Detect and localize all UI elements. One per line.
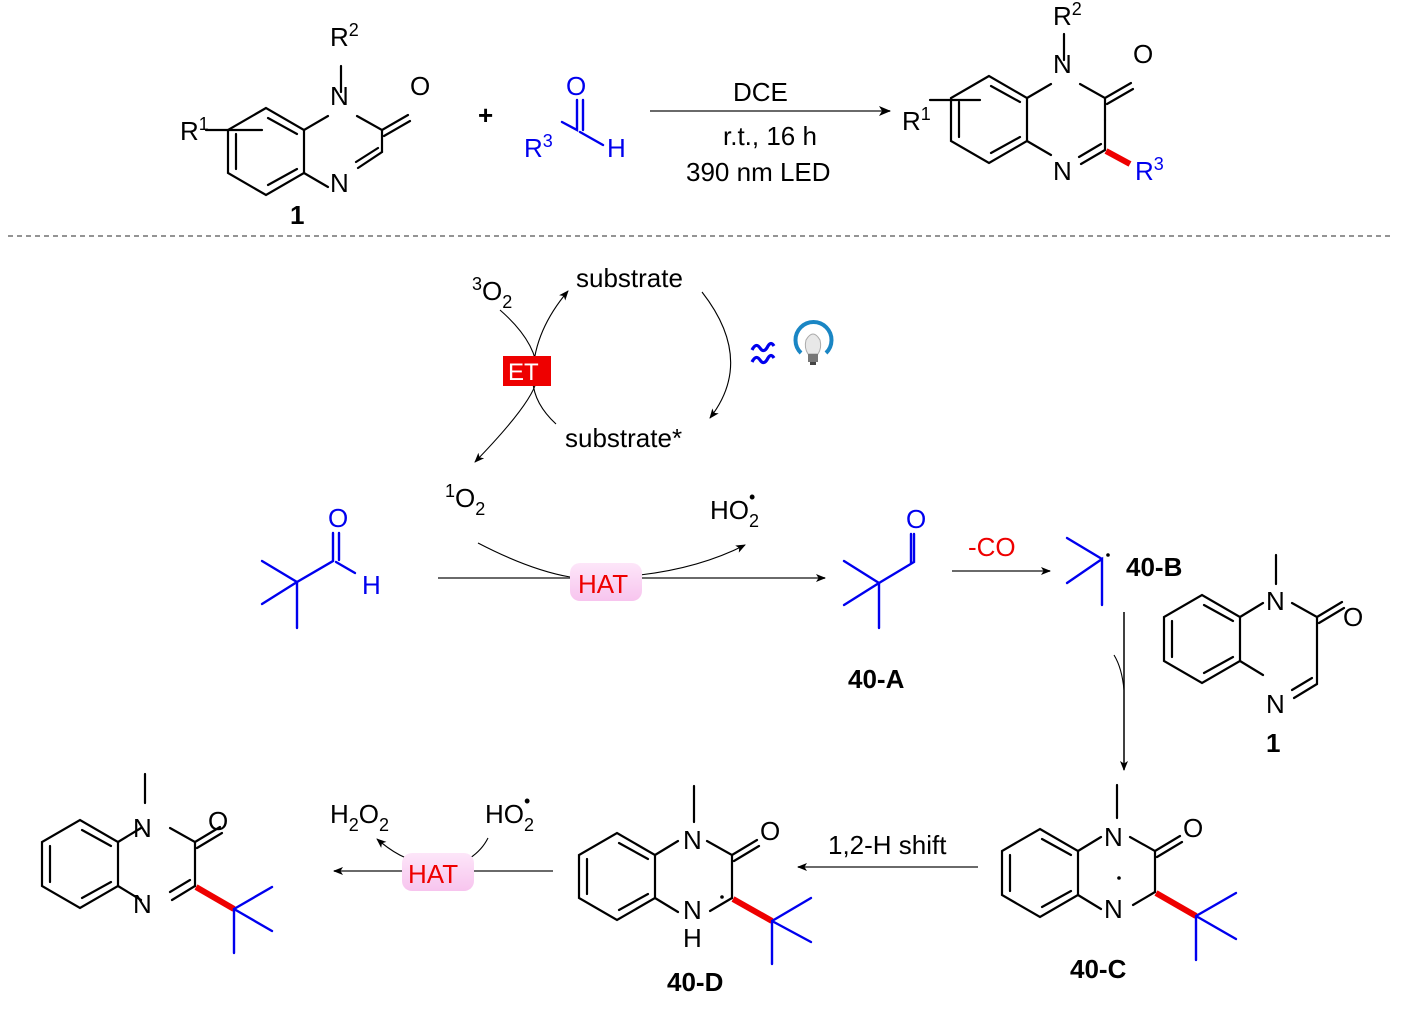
plus-sign: + [478,100,493,130]
light-wave-icon [750,341,776,365]
r2-label: R2 [330,20,359,52]
lightbulb-icon [793,320,834,365]
intermediate-40-a: O 40-A [842,504,926,694]
hat-step-2: HAT H2O2 HO2• [330,791,553,891]
decarbonylation-arrow: -CO [952,532,1051,575]
atom-o: O [1343,602,1363,632]
et-badge [503,356,551,386]
atom-n: N [330,168,349,198]
atom-n: N [1104,822,1123,852]
r3-label: R3 [1135,154,1164,186]
substrate-label: substrate [576,263,683,293]
intermediate-40-b: 40-B [1065,536,1182,607]
atom-o: O [410,71,430,101]
hydroperoxyl-radical: HO2• [485,791,534,835]
hydrogen-peroxide: H2O2 [330,799,389,835]
atom-n: N [1053,49,1072,79]
h-shift-arrow: 1,2-H shift [797,830,978,871]
r1-label: R1 [902,104,931,136]
radical-dot: • [749,487,755,507]
hat-step-1: HAT HO2• [438,487,826,601]
h-shift-label: 1,2-H shift [828,830,947,860]
hat-label: HAT [578,569,628,599]
atom-o: O [1183,813,1203,843]
product-quinoxalinone: N O N R2 R1 R3 [902,0,1164,186]
final-product: N O N [40,772,274,955]
atom-o: O [760,816,780,846]
atom-n: N [133,889,152,919]
atom-n: N [133,813,152,843]
substrate-excited-label: substrate* [565,423,682,453]
hat-badge [570,563,642,601]
radical-dot: • [524,791,530,811]
quinoxalinone-1: N O N 1 [1162,553,1363,758]
atom-n: N [1266,586,1285,616]
atom-n: N [1104,894,1123,924]
pivaldehyde: O H [260,503,381,630]
atom-o: O [566,71,586,101]
hat-badge [402,853,474,891]
intermediate-label-40-d: 40-D [667,967,723,997]
co-loss-label: -CO [968,532,1016,562]
reactant-quinoxalinone-1: N O N R2 R1 1 [180,20,430,230]
compound-label-1: 1 [290,200,304,230]
atom-n: N [1266,689,1285,719]
light-source-label: 390 nm LED [686,157,831,187]
intermediate-label-40-c: 40-C [1070,954,1127,984]
intermediate-40-c: N O N 40-C [1000,783,1238,984]
hat-label: HAT [408,859,458,889]
singlet-oxygen: 1O2 [445,481,485,519]
reactant-aldehyde: O H R3 [524,71,626,163]
conditions-label: r.t., 16 h [723,121,817,151]
atom-o: O [906,504,926,534]
intermediate-label-40-a: 40-A [848,664,905,694]
atom-o: O [328,503,348,533]
r1-label: R1 [180,114,209,146]
solvent-label: DCE [733,77,788,107]
hydroperoxyl-radical: HO2• [710,487,759,531]
atom-n: N [330,81,349,111]
atom-n: N [683,825,702,855]
r3-label: R3 [524,131,553,163]
intermediate-label-40-b: 40-B [1126,552,1182,582]
triplet-oxygen: 3O2 [472,274,512,312]
r2-label: R2 [1053,0,1082,31]
atom-o: O [208,806,228,836]
energy-transfer-cycle: 3O2 substrate substrate* 1O2 ET [445,263,834,519]
atom-o: O [1133,39,1153,69]
atom-h: H [362,570,381,600]
reaction-arrow: DCE r.t., 16 h 390 nm LED [650,77,891,187]
compound-label-1: 1 [1266,728,1280,758]
radical-addition-arrow [1113,612,1128,771]
atom-n: N [1053,156,1072,186]
atom-h: H [607,133,626,163]
et-label: ET [508,359,539,386]
